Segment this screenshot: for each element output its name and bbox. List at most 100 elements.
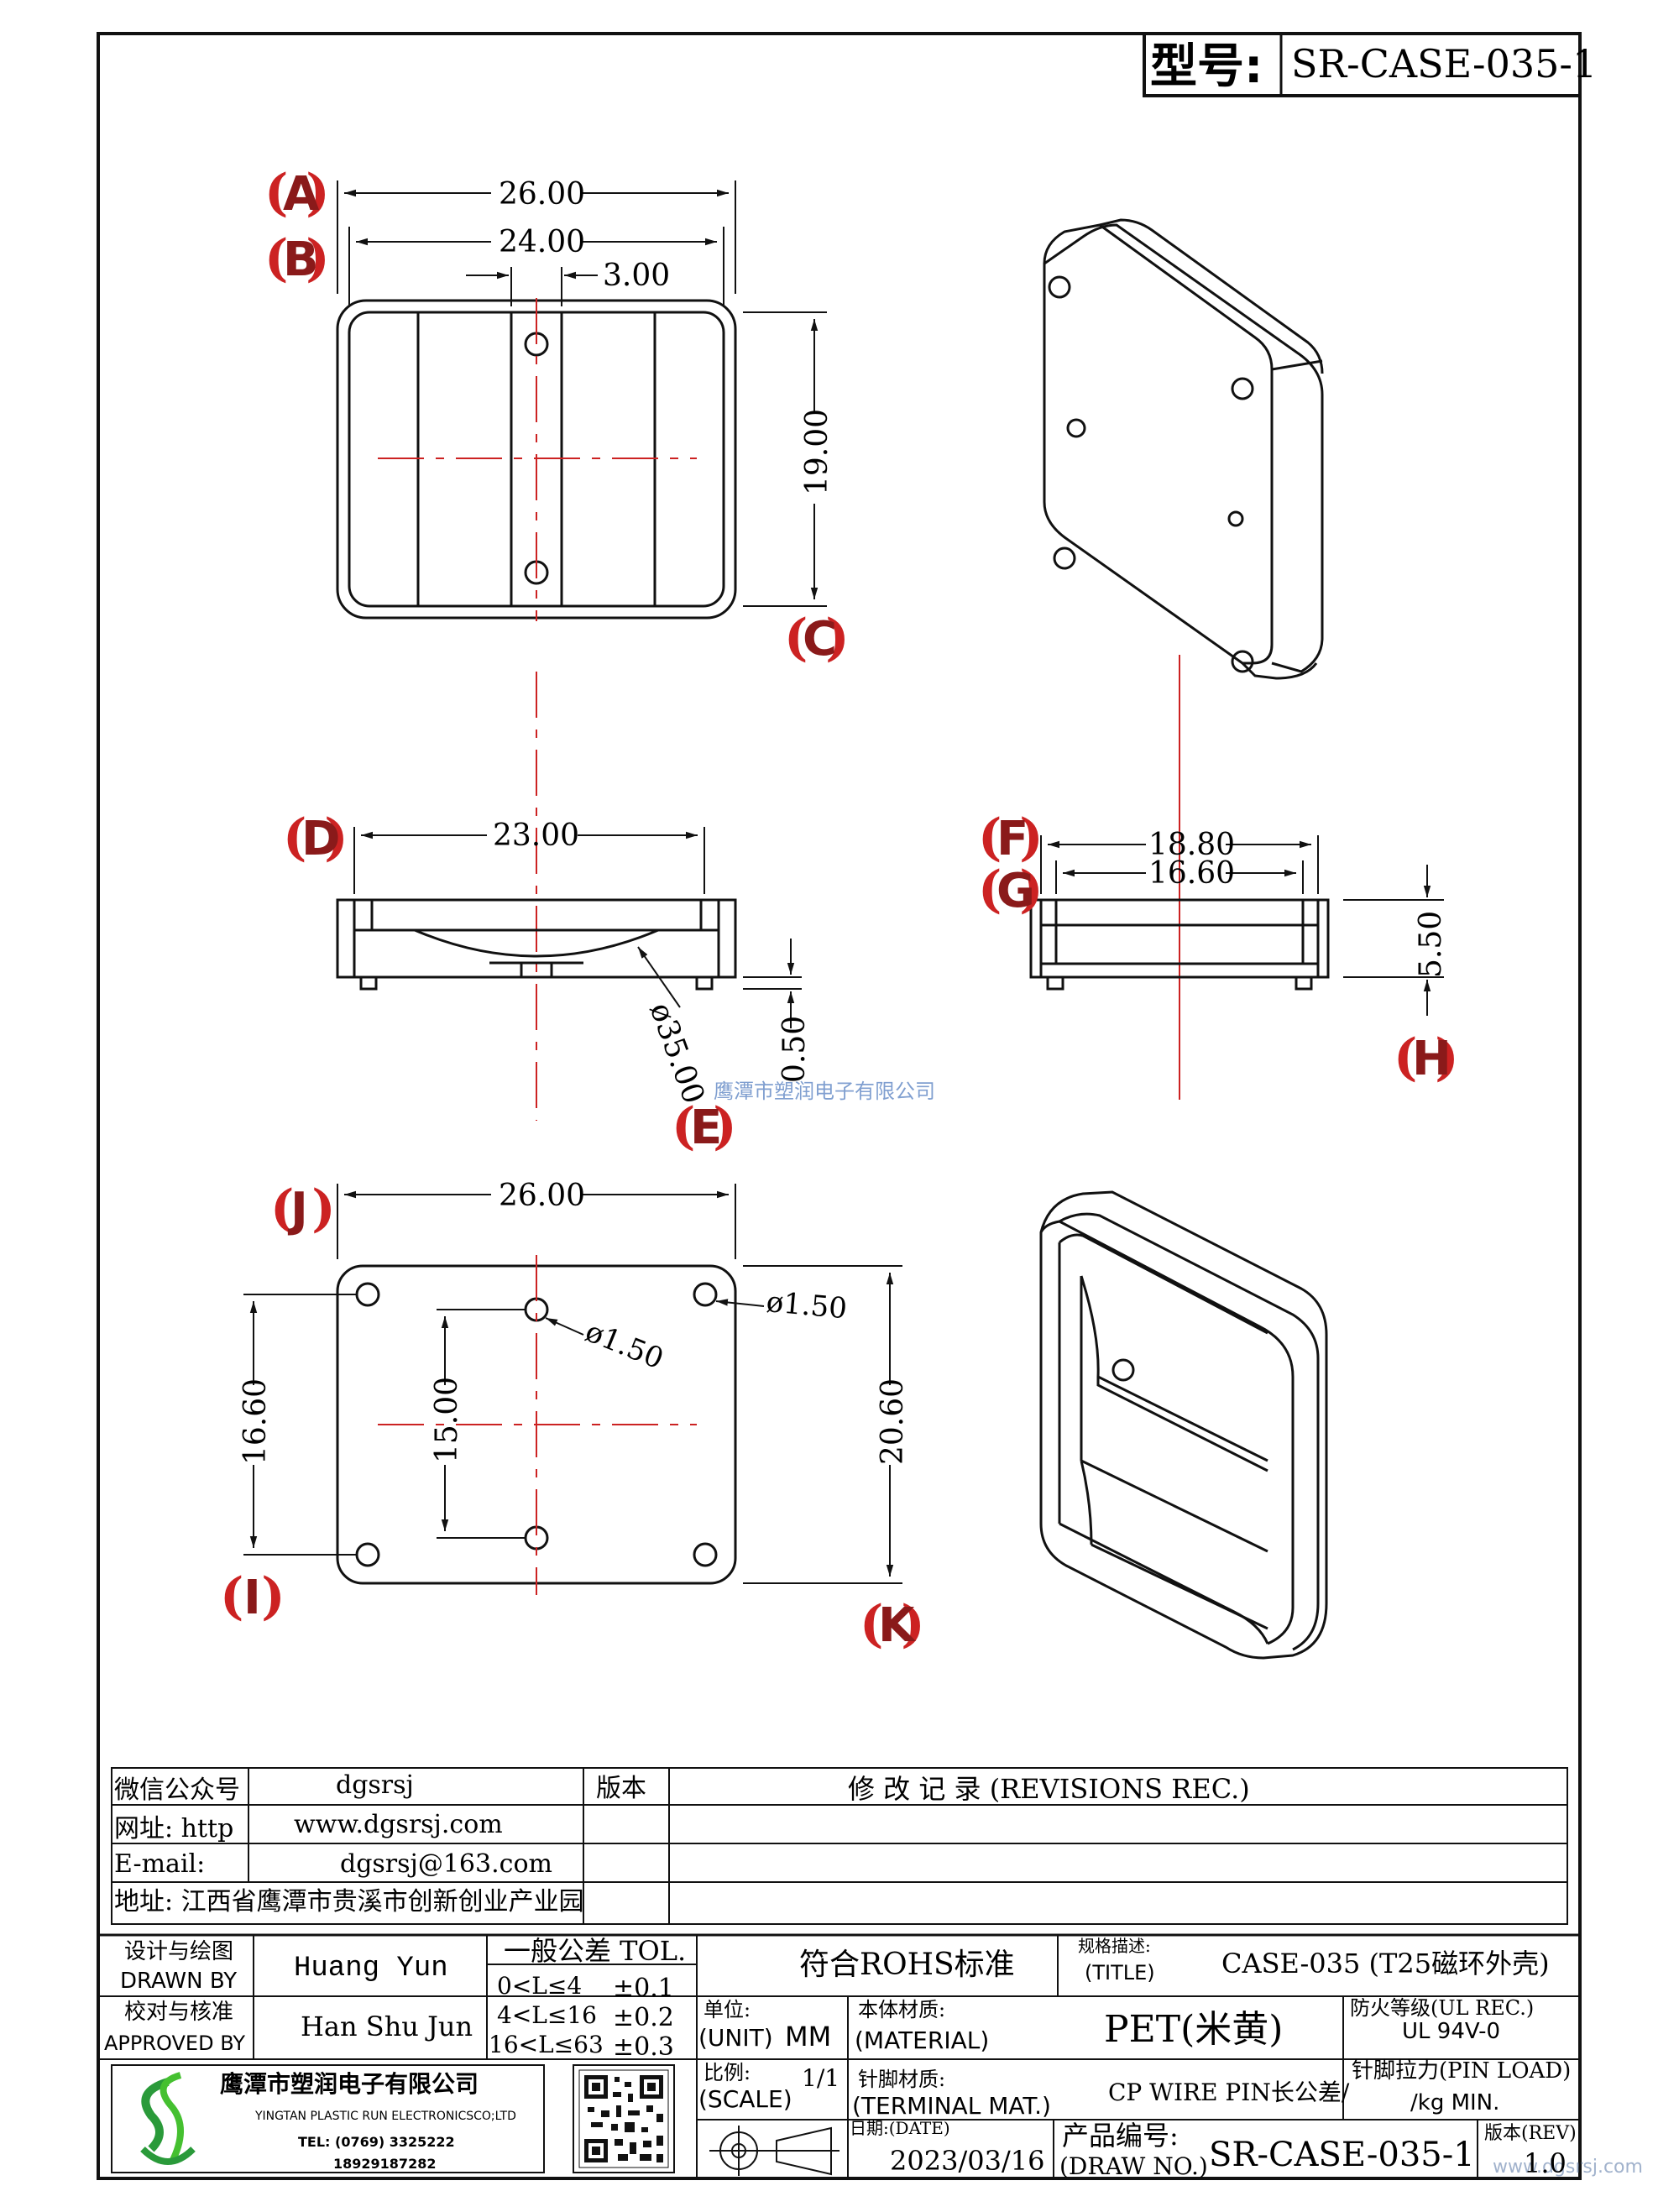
dim-d [353,827,705,894]
dim-i [243,1294,357,1556]
tol-header: 一般公差 TOL. [504,1935,686,1967]
date-label: 日期:(DATE) [850,2118,950,2138]
label-i: I [243,1571,261,1625]
title-block [97,1933,1582,2180]
unit-cn: 单位: [704,1998,751,2021]
model-label: 型号: [1150,39,1263,94]
label-k: K [878,1598,917,1653]
model-value: SR-CASE-035-1 [1291,41,1597,86]
material-cn: 本体材质: [858,1998,945,2021]
rev-label: 版本(REV) [1484,2123,1577,2144]
dim-g [1055,860,1304,894]
title-cn: 规格描述: [1078,1936,1151,1956]
scale-cn: 比例: [704,2061,751,2084]
info-table-text: 微信公众号 dgsrsj 网址: http www.dgsrsj.com E-m… [114,1770,1250,1917]
date-value: 2023/03/16 [890,2145,1044,2177]
company-name-en: YINGTAN PLASTIC RUN ELECTRONICSCO;LTD [254,2110,516,2123]
dim-f-text: 18.80 [1148,828,1235,862]
info-value-2: dgsrsj@163.com [340,1849,552,1879]
dim-f [1040,835,1319,894]
company-tel: TEL: (0769) 3325222 [298,2134,455,2150]
title-en: (TITLE) [1085,1961,1155,1985]
front-view [336,898,737,991]
title-value: CASE-035 (T25磁环外壳) [1221,1948,1550,1979]
checker: Han Shu Jun [301,2011,473,2042]
hole-center-leader [545,1317,584,1336]
info-value-0: dgsrsj [336,1770,414,1800]
design-cn: 设计与绘图 [124,1939,233,1964]
dim-c-text: 19.00 [800,409,834,495]
labels: ( ) A ( ) B ( ) C ( ) D ( ) E ( ) F ( ) … [220,164,1459,1654]
label-c-paren: ( ) [784,609,850,667]
drawno-cn: 产品编号: [1062,2120,1179,2152]
ul-cn: 防火等级(UL REC.) [1350,1996,1534,2020]
label-i-paren: ( ) [220,1567,285,1626]
ul-value: UL 94V-0 [1402,2019,1500,2044]
dim-e-text: ø35.00 [643,998,711,1108]
label-f: F [996,812,1028,866]
dim-b [348,227,724,306]
dim-c [743,311,827,607]
material-value: PET(米黄) [1104,2008,1283,2051]
side-view [1029,898,1330,991]
hole-corner-text: ø1.50 [765,1285,848,1326]
top-view-centerlines [378,298,697,621]
dim-b2 [466,267,598,306]
dim-j [337,1184,736,1259]
label-b: B [283,233,319,287]
label-j-paren: ( ) [270,1179,336,1238]
version-header: 版本 [596,1774,646,1803]
tol-value-0: ±0.1 [613,1974,674,2003]
iso-view-bottom [1039,1190,1328,1660]
watermark: 鹰潭市塑润电子有限公司 [714,1080,935,1103]
check-cn: 校对与核准 [124,2000,233,2025]
terminal-cn: 针脚材质: [858,2068,945,2091]
rev-value: 1.0 [1524,2147,1567,2179]
scale-value: 1/1 [802,2064,840,2092]
company-logo-icon [140,2072,196,2165]
tol-value-2: ±0.3 [613,2032,674,2062]
qr-code-icon [578,2069,669,2168]
material-en: (MATERIAL) [855,2026,989,2054]
label-k-paren: ( ) [860,1595,925,1654]
dim-e2 [743,939,802,1028]
info-label-3: 地址: 江西省鹰潭市贵溪市创新创业产业园 [114,1887,584,1917]
label-f-paren: ( ) [978,808,1043,867]
hole-corner-leader [715,1299,765,1307]
label-d-paren: ( ) [283,808,348,867]
dim-b-text: 24.00 [499,225,585,259]
label-g: G [996,864,1035,918]
revisions-header: 修 改 记 录 (REVISIONS REC.) [848,1773,1250,1805]
label-d: D [301,812,340,866]
unit-value: MM [785,2021,831,2053]
projection-symbol-icon [709,2126,840,2176]
dim-e-leader [637,946,681,1008]
model-number-box: 型号: SR-CASE-035-1 [1143,32,1597,97]
terminal-en: (TERMINAL MAT.) [852,2092,1051,2120]
dim-b2-text: 3.00 [603,259,670,293]
hole-center-text: ø1.50 [581,1315,668,1376]
label-g-paren: ( ) [978,860,1043,919]
sheet-border [97,32,1582,2180]
scale-en: (SCALE) [698,2085,792,2113]
label-a-paren: ( ) [264,164,330,222]
dim-i-text: 16.60 [238,1378,273,1465]
company-phone: 18929187282 [333,2156,436,2172]
dim-e2-text: 0.50 [777,1016,812,1083]
tol-range-0: 0<L≤4 [497,1972,582,2000]
info-table [111,1767,1568,1925]
label-j: J [287,1183,308,1237]
info-label-0: 微信公众号 [114,1775,240,1805]
dim-inner15-text: 15.00 [430,1377,464,1463]
tol-range-1: 4<L≤16 [497,2001,597,2029]
dim-d-text: 23.00 [493,818,579,853]
pinload-value: /kg MIN. [1410,2090,1499,2115]
terminal-value: CP WIRE PIN长公差/ [1108,2079,1350,2106]
designer: Huang Yun [294,1953,448,1985]
dim-j-text: 26.00 [499,1179,585,1213]
dim-a [337,180,736,294]
info-label-2: E-mail: [114,1849,205,1879]
drawno-value: SR-CASE-035-1 [1209,2136,1475,2174]
label-h: H [1412,1032,1451,1086]
info-label-1: 网址: http [114,1814,233,1843]
